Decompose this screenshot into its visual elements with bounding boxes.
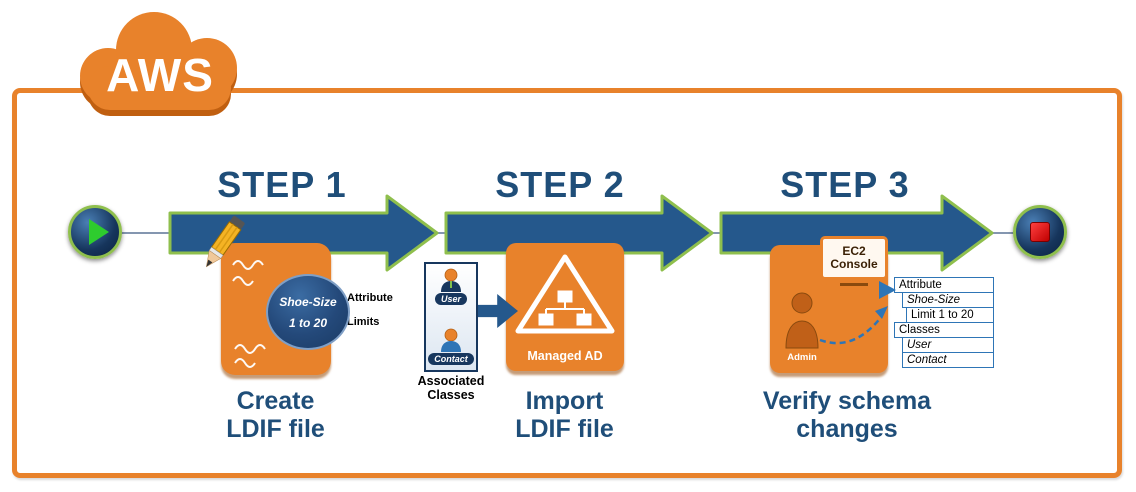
ec2-console-window: EC2 Console (818, 236, 890, 292)
step-2-heading: STEP 2 (495, 164, 625, 205)
step1-caption: Create LDIF file (226, 387, 325, 443)
user-class-label: User (434, 293, 467, 305)
table-row: Limit 1 to 20 (906, 307, 994, 323)
table-row: Attribute (894, 277, 994, 293)
admin-icon (785, 292, 819, 349)
start-button (68, 205, 122, 259)
attribute-callout: Attribute (342, 290, 426, 307)
step-3-heading: STEP 3 (780, 164, 910, 205)
contact-class-cell: Contact (428, 328, 474, 365)
contact-class-label: Contact (428, 353, 474, 365)
cloud-icon (80, 12, 237, 116)
table-row: Contact (902, 352, 994, 368)
step2-caption: Import LDIF file (515, 387, 614, 443)
managed-ad-tile: Managed AD (506, 243, 624, 371)
managed-ad-label: Managed AD (527, 349, 603, 363)
step3-caption: Verify schema changes (762, 387, 932, 443)
step-1-heading: STEP 1 (217, 164, 347, 205)
ec2-console-base (826, 283, 882, 292)
user-icon (440, 268, 461, 292)
console-slot (840, 283, 868, 286)
associated-classes-box: User Contact (424, 262, 478, 372)
diagram-border (12, 88, 1122, 478)
admin-label: Admin (787, 352, 817, 363)
user-class-cell: User (434, 268, 467, 305)
aws-label: AWS (106, 49, 214, 101)
play-icon (89, 219, 109, 245)
limits-callout: Limits (342, 314, 426, 331)
badge-range: 1 to 20 (288, 315, 327, 330)
table-row: Classes (894, 322, 994, 338)
associated-classes-caption: Associated Classes (417, 374, 485, 402)
pencil-icon (206, 216, 245, 268)
stop-icon (1030, 222, 1050, 242)
schema-table: Attribute Shoe-Size Limit 1 to 20 Classe… (894, 277, 994, 368)
ec2-console-screen: EC2 Console (820, 236, 888, 280)
table-row: User (902, 337, 994, 353)
table-row: Shoe-Size (902, 292, 994, 308)
badge-title: Shoe-Size (279, 294, 337, 309)
stop-button (1013, 205, 1067, 259)
managed-ad-icon (515, 254, 615, 334)
contact-icon (441, 328, 461, 352)
aws-cloud: AWS (66, 4, 254, 126)
shoe-size-badge: Shoe-Size 1 to 20 (266, 274, 350, 350)
